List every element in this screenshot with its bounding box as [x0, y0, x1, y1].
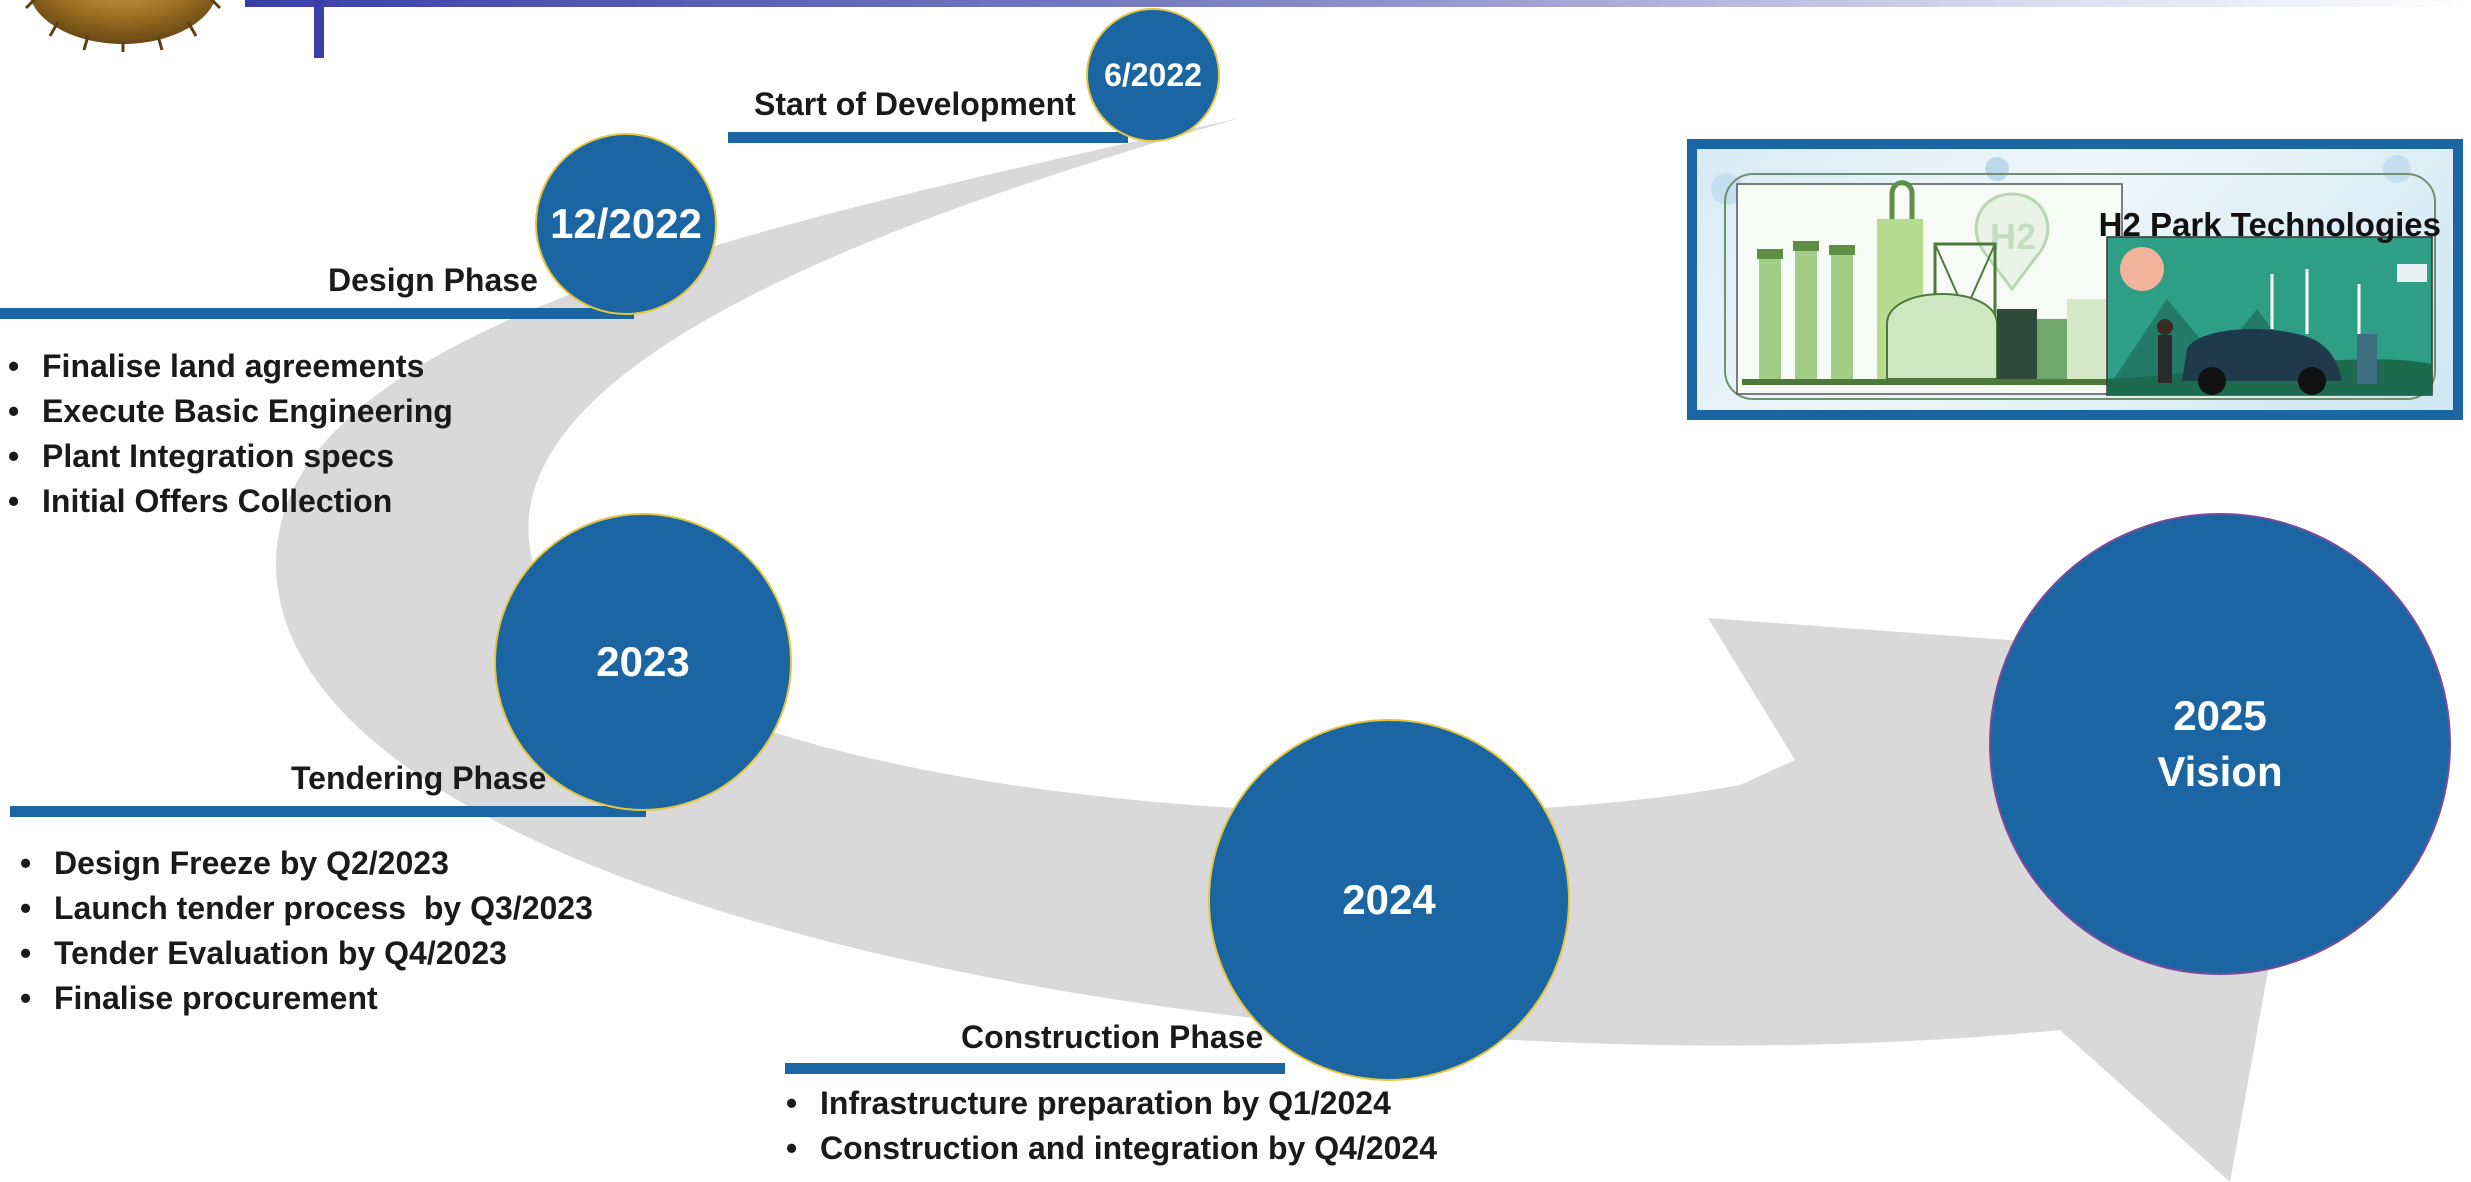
h2-plant-illustration: H2: [1711, 155, 2436, 400]
list-item: Plant Integration specs: [8, 434, 453, 479]
milestone-6-2022-circle: 6/2022: [1086, 8, 1220, 142]
h2-park-title: H2 Park Technologies: [2098, 206, 2441, 243]
milestone-2-phase-label: Design Phase: [328, 262, 538, 298]
list-item: Design Freeze by Q2/2023: [20, 841, 593, 886]
h2-park-illustration: H2: [1697, 149, 2453, 410]
milestone-1-rule: [728, 132, 1128, 143]
milestone-2024-circle: 2024: [1208, 719, 1570, 1081]
h2-bubble-text: H2: [1990, 216, 2036, 257]
milestone-2023-circle: 2023: [494, 513, 792, 811]
header-gradient-bar: [245, 0, 2471, 7]
milestone-4-bullet-list: Infrastructure preparation by Q1/2024 Co…: [786, 1081, 1437, 1171]
milestone-3-rule: [10, 806, 646, 817]
h2-park-image-frame: H2: [1687, 139, 2463, 420]
list-item: Execute Basic Engineering: [8, 389, 453, 434]
list-item: Finalise procurement: [20, 976, 593, 1021]
milestone-2025-vision-circle: 2025 Vision: [1989, 513, 2451, 975]
list-item: Initial Offers Collection: [8, 479, 453, 524]
milestone-4-rule: [785, 1063, 1285, 1074]
milestone-12-2022-circle: 12/2022: [535, 133, 717, 315]
list-item: Tender Evaluation by Q4/2023: [20, 931, 593, 976]
header-accent-tick: [314, 0, 324, 58]
milestone-2-rule: [0, 308, 634, 319]
list-item: Construction and integration by Q4/2024: [786, 1126, 1437, 1171]
milestone-4-phase-label: Construction Phase: [961, 1019, 1264, 1055]
list-item: Finalise land agreements: [8, 344, 453, 389]
vision-label: Vision: [2157, 748, 2283, 795]
company-emblem: [24, 0, 222, 52]
milestone-2-bullet-list: Finalise land agreements Execute Basic E…: [8, 344, 453, 524]
list-item: Infrastructure preparation by Q1/2024: [786, 1081, 1437, 1126]
list-item: Launch tender process by Q3/2023: [20, 886, 593, 931]
arrow-band: [276, 118, 2350, 1182]
milestone-3-bullet-list: Design Freeze by Q2/2023 Launch tender p…: [20, 841, 593, 1021]
milestone-3-phase-label: Tendering Phase: [291, 760, 547, 796]
milestone-1-phase-label: Start of Development: [754, 86, 1076, 122]
vision-year-label: 2025: [2173, 692, 2267, 739]
